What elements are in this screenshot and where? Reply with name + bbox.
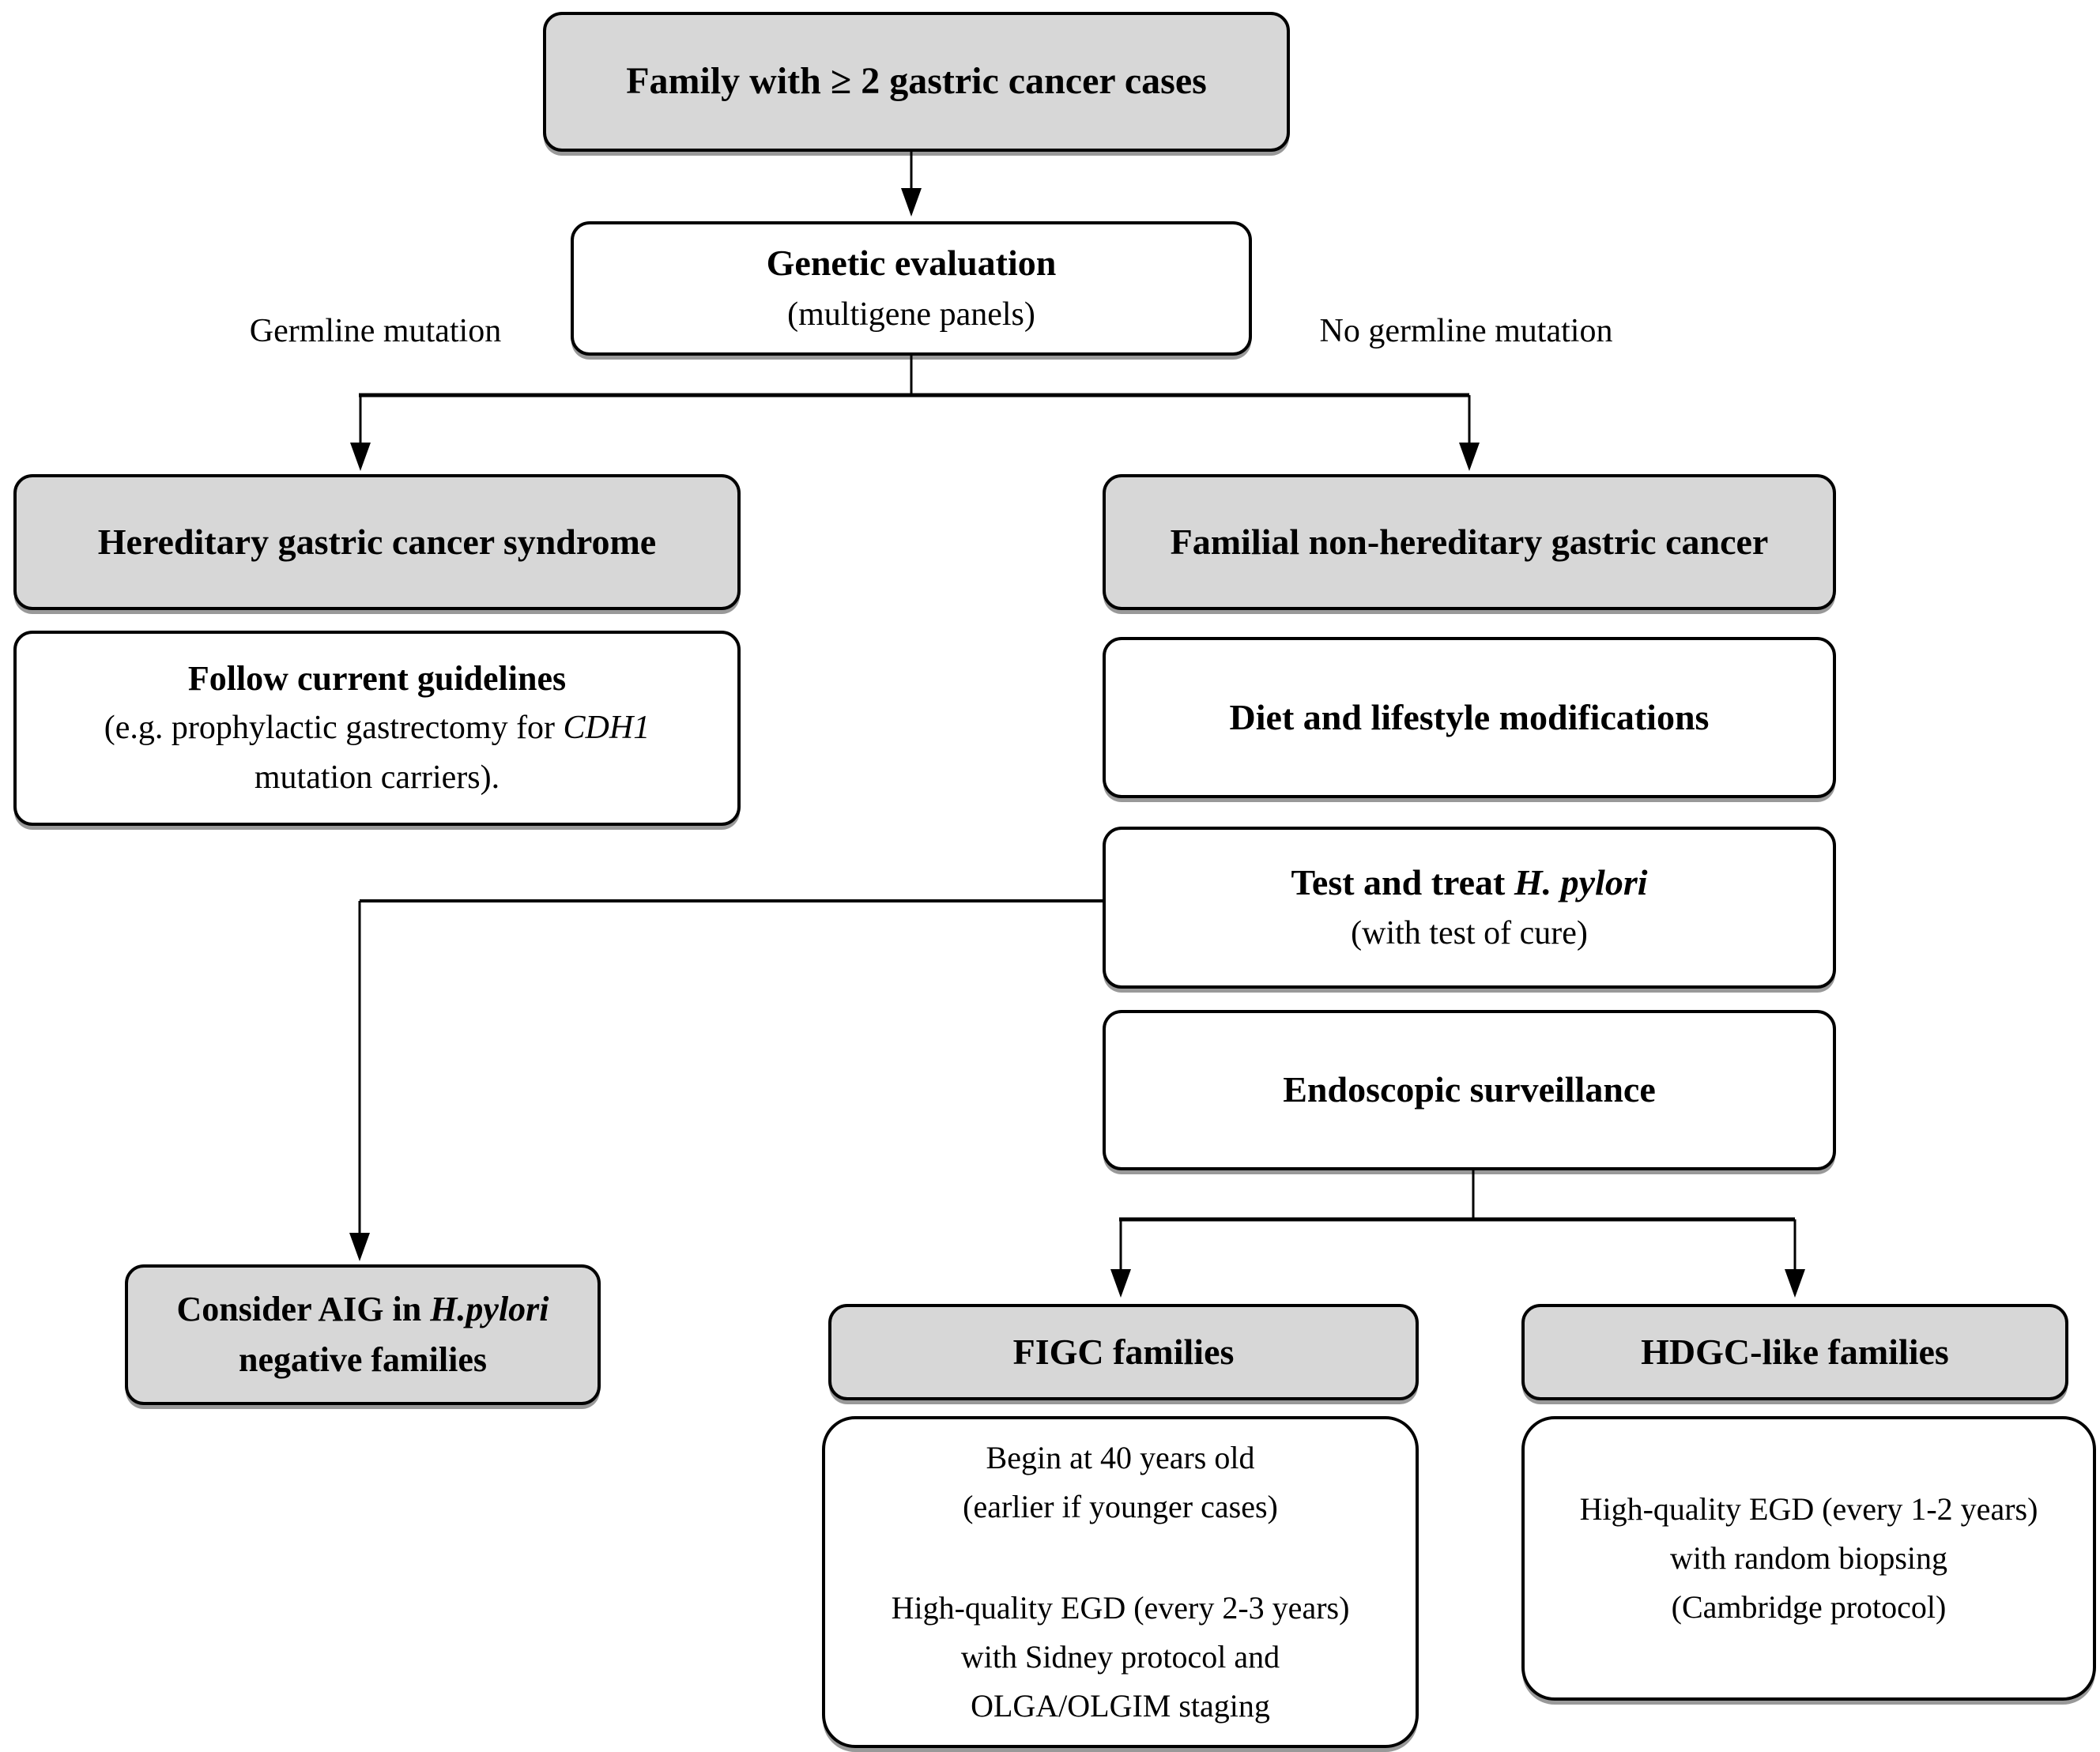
guidelines-detail-prefix: (e.g. prophylactic gastrectomy for (104, 710, 564, 747)
arrowhead-to-familial (1459, 443, 1480, 471)
figc-detail-line3: High-quality EGD (every 2-3 years) (891, 1590, 1350, 1626)
figc-families-box: FIGC families (828, 1304, 1419, 1400)
arrowhead-family-to-genetic (901, 188, 922, 217)
guidelines-detail-line2: mutation carriers). (254, 759, 500, 797)
hpylori-title-prefix: Test and treat (1291, 861, 1514, 902)
figc-detail-line1: Begin at 40 years old (986, 1440, 1255, 1475)
guidelines-gene-name: CDH1 (563, 710, 650, 747)
figc-detail-line4: with Sidney protocol and (960, 1639, 1280, 1675)
familial-nonhereditary-box: Familial non-hereditary gastric cancer (1103, 474, 1836, 610)
no-germline-mutation-label: No germline mutation (1319, 313, 1613, 349)
hdgc-detail-line3: (Cambridge protocol) (1671, 1589, 1947, 1625)
consider-aig-species: H.pylori (430, 1290, 549, 1329)
genetic-evaluation-title: Genetic evaluation (766, 243, 1057, 284)
hpylori-subtitle: (with test of cure) (1351, 915, 1588, 952)
genetic-evaluation-subtitle: (multigene panels) (787, 296, 1035, 333)
guidelines-box: Follow current guidelines (e.g. prophyla… (13, 631, 741, 826)
family-box-label: Family with ≥ 2 gastric cancer cases (626, 60, 1207, 103)
germline-mutation-label: Germline mutation (249, 313, 502, 349)
consider-aig-box: Consider AIG in H.pylori negative famili… (125, 1264, 601, 1405)
diet-lifestyle-box: Diet and lifestyle modifications (1103, 637, 1836, 798)
hdgc-detail-line2: with random biopsing (1669, 1540, 1948, 1576)
consider-aig-prefix: Consider AIG in (176, 1290, 431, 1329)
consider-aig-line1: Consider AIG in H.pylori (176, 1284, 549, 1335)
hpylori-box: Test and treat H. pylori (with test of c… (1103, 827, 1836, 989)
figc-detail-box: Begin at 40 years old (earlier if younge… (822, 1416, 1419, 1748)
arrowhead-to-hdgc (1785, 1269, 1805, 1298)
arrowhead-to-hereditary (350, 443, 371, 471)
arrowhead-to-figc (1110, 1269, 1131, 1298)
endoscopic-surveillance-label: Endoscopic surveillance (1283, 1069, 1656, 1110)
diet-lifestyle-label: Diet and lifestyle modifications (1229, 696, 1710, 737)
familial-nonhereditary-label: Familial non-hereditary gastric cancer (1170, 521, 1769, 562)
figc-families-label: FIGC families (1012, 1331, 1235, 1372)
hdgc-detail-box: High-quality EGD (every 1-2 years) with … (1521, 1416, 2096, 1701)
genetic-evaluation-box: Genetic evaluation (multigene panels) (571, 221, 1252, 356)
figc-detail-line5: OLGA/OLGIM staging (971, 1688, 1270, 1724)
hereditary-syndrome-label: Hereditary gastric cancer syndrome (97, 521, 657, 562)
consider-aig-line2: negative families (238, 1340, 488, 1379)
family-box: Family with ≥ 2 gastric cancer cases (543, 12, 1290, 152)
arrowhead-to-aig (349, 1233, 370, 1261)
endoscopic-surveillance-box: Endoscopic surveillance (1103, 1010, 1836, 1170)
hpylori-species: H. pylori (1514, 861, 1648, 902)
hpylori-title: Test and treat H. pylori (1291, 857, 1647, 910)
hdgc-families-box: HDGC-like families (1521, 1304, 2068, 1400)
hdgc-detail-line1: High-quality EGD (every 1-2 years) (1579, 1491, 2038, 1527)
figc-detail-line2: (earlier if younger cases) (963, 1489, 1278, 1524)
guidelines-title: Follow current guidelines (187, 658, 567, 698)
hdgc-families-label: HDGC-like families (1641, 1331, 1949, 1372)
guidelines-detail-line1: (e.g. prophylactic gastrectomy for CDH1 (104, 703, 650, 753)
hereditary-syndrome-box: Hereditary gastric cancer syndrome (13, 474, 741, 610)
